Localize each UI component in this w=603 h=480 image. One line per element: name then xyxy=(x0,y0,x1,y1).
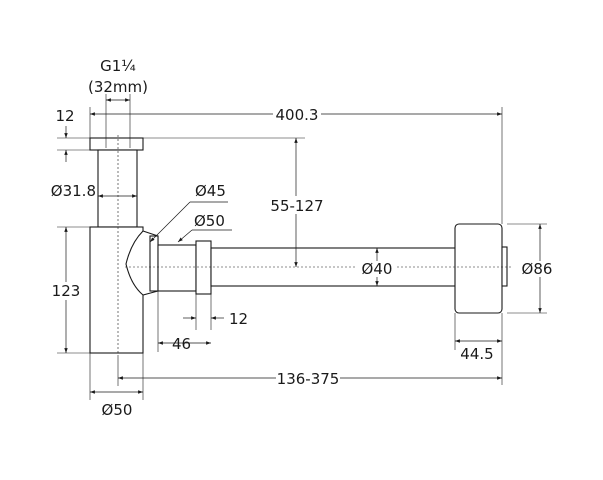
dim-nut-width xyxy=(183,294,224,330)
elbow-cap xyxy=(149,235,159,292)
label-tube-dia: Ø31.8 xyxy=(51,182,96,200)
label-nut-width: 12 xyxy=(229,310,248,328)
label-cap-height: 12 xyxy=(55,107,74,125)
label-projection: 136-375 xyxy=(277,370,340,388)
label-bottle-dia: Ø50 xyxy=(102,401,133,419)
dim-flange-depth xyxy=(454,313,503,385)
label-thread-mm: (32mm) xyxy=(88,78,148,96)
label-nut-offset: 46 xyxy=(172,335,191,353)
inlet-tube xyxy=(97,149,138,228)
siphon-body xyxy=(89,137,508,354)
label-flange-depth: 44.5 xyxy=(460,345,493,363)
pipe-sleeve xyxy=(157,244,197,292)
label-pipe-dia: Ø40 xyxy=(362,260,393,278)
top-cap xyxy=(89,137,144,151)
label-nut-dia: Ø50 xyxy=(194,212,225,230)
union-nut xyxy=(195,240,212,295)
dim-thread xyxy=(105,94,131,148)
label-elbow-dia: Ø45 xyxy=(195,182,226,200)
label-flange-dia: Ø86 xyxy=(522,260,553,278)
dim-bottle-dia xyxy=(89,353,144,400)
label-overall-length: 400.3 xyxy=(276,106,319,124)
label-thread: G1¼ xyxy=(100,57,136,75)
dim-cap-height xyxy=(57,126,90,162)
dim-nut-dia xyxy=(177,229,232,243)
dim-nut-offset xyxy=(157,291,211,352)
wall-flange xyxy=(454,223,503,314)
label-drop: 55-127 xyxy=(270,197,323,215)
dim-elbow-dia xyxy=(149,201,228,243)
flange-ring xyxy=(501,246,508,287)
label-bottle-height: 123 xyxy=(52,282,81,300)
